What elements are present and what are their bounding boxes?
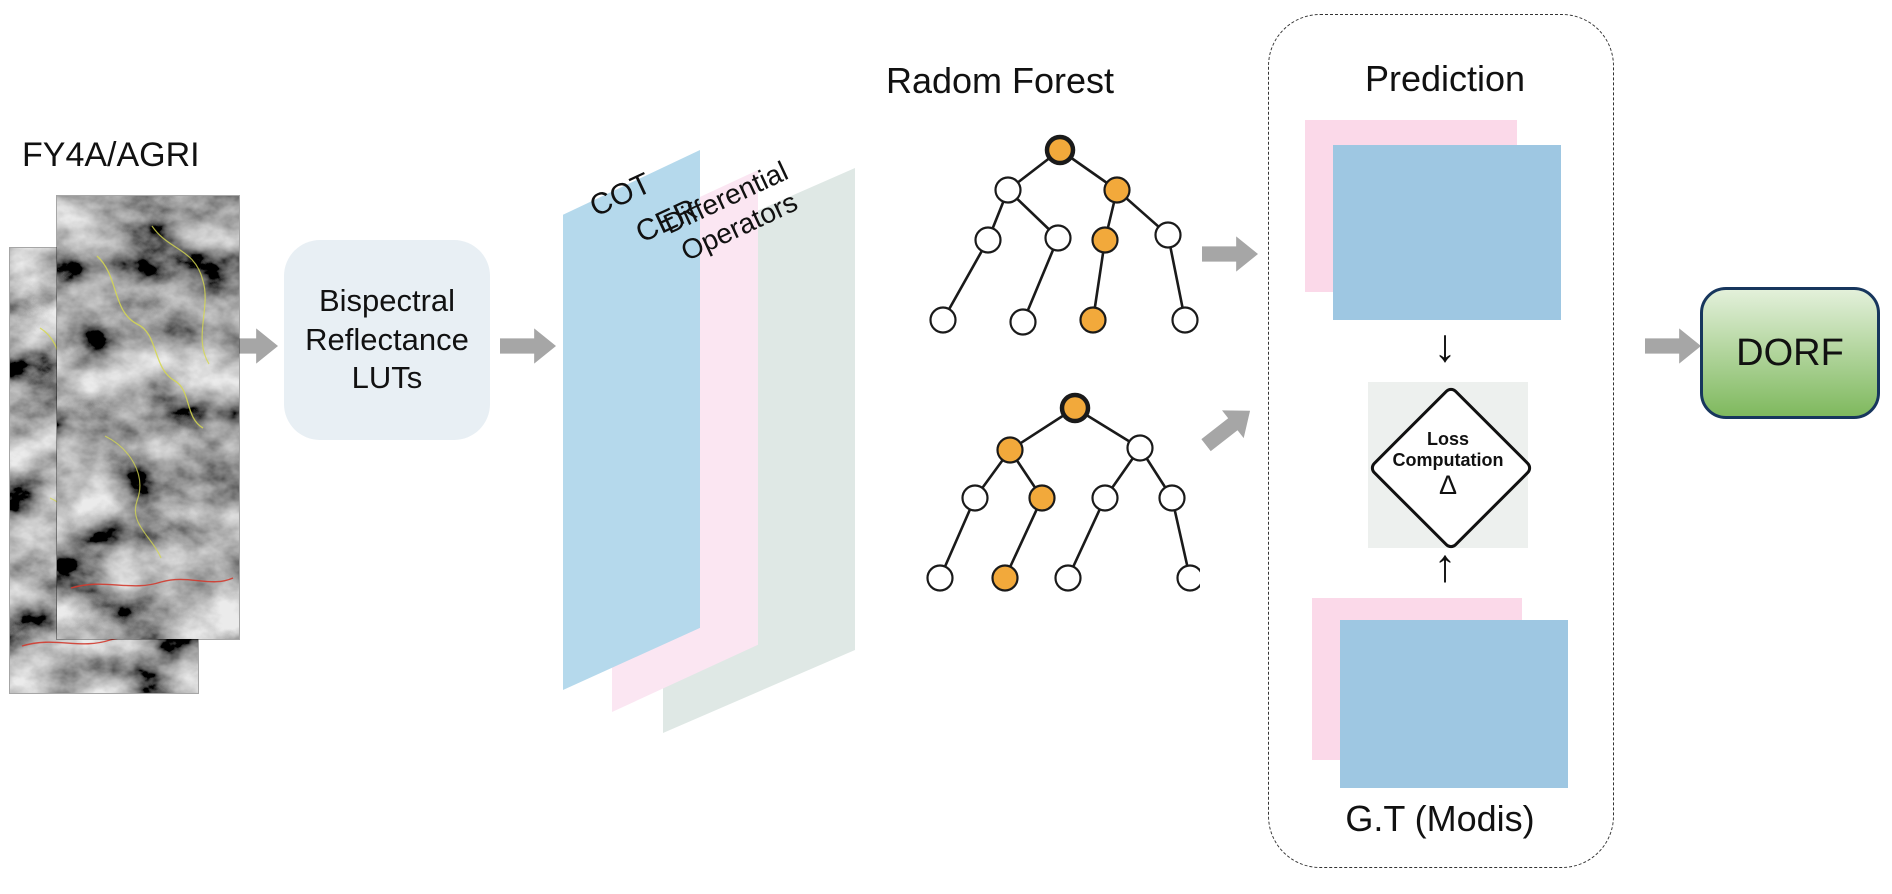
- loss-delta-symbol: Δ: [1438, 469, 1458, 500]
- dorf-output-box: DORF: [1700, 287, 1880, 419]
- decision-tree-top: [915, 120, 1200, 345]
- decision-tree-bottom: [915, 385, 1200, 605]
- source-label: FY4A/AGRI: [22, 136, 200, 174]
- satellite-image-front: [57, 196, 239, 639]
- prediction-map-blue: [1333, 145, 1561, 320]
- random-forest-title: Radom Forest: [885, 60, 1115, 101]
- ground-truth-label: G.T (Modis): [1345, 798, 1535, 839]
- flow-arrow-icon: [500, 328, 556, 364]
- ground-truth-map-blue: [1340, 620, 1568, 788]
- prediction-label: Prediction: [1364, 58, 1526, 99]
- loss-label-line1: Loss: [1426, 429, 1469, 450]
- bispectral-lut-box: Bispectral Reflectance LUTs: [284, 240, 490, 440]
- loss-group-box: [1268, 14, 1614, 868]
- flow-arrow-icon: [1645, 328, 1701, 364]
- down-arrow-icon: ↓: [1433, 319, 1457, 371]
- loss-label-line2: Computation: [1392, 450, 1504, 471]
- bispectral-lut-label: Bispectral Reflectance LUTs: [305, 282, 469, 396]
- loss-text: Loss Computation Δ: [1393, 429, 1504, 500]
- flow-arrow-icon: [1202, 236, 1258, 272]
- flow-arrow-diagonal-icon: [1194, 395, 1263, 461]
- loss-computation-block: Loss Computation Δ: [1367, 382, 1535, 552]
- up-arrow-icon: ↑: [1433, 539, 1457, 591]
- dorf-label: DORF: [1736, 331, 1844, 374]
- sheet-cot: [563, 150, 700, 690]
